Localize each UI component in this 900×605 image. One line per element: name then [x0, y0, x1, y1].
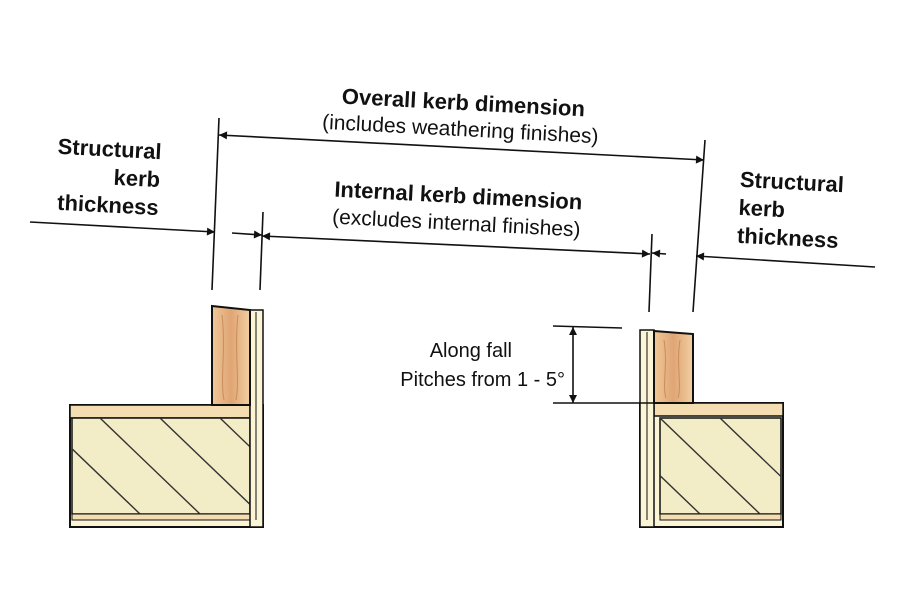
right-thickness-leader	[695, 252, 876, 268]
fall-label-line1: Along fall	[430, 340, 512, 362]
left-deck-layer	[69, 404, 251, 419]
labels: Overall kerb dimension (includes weather…	[57, 84, 845, 391]
right-kerb-section	[639, 329, 784, 528]
overall-dimension-line	[218, 131, 705, 164]
left-timber-kerb	[211, 304, 251, 406]
ext-line-left-inner	[259, 211, 264, 291]
fall-label-line2: Pitches from 1 - 5°	[400, 369, 565, 391]
svg-text:thickness: thickness	[57, 190, 160, 220]
left-insulation-block	[71, 417, 251, 515]
left-bottom-finish	[71, 513, 251, 521]
ext-line-right-outer	[692, 139, 706, 313]
right-bottom-finish	[659, 513, 782, 521]
right-thickness-arrow-in	[651, 249, 667, 258]
internal-dimension-line	[261, 232, 651, 258]
svg-text:thickness: thickness	[736, 223, 839, 253]
right-insulation-hatch	[660, 418, 781, 514]
svg-text:Structural: Structural	[739, 167, 844, 197]
dimension-lines	[29, 117, 876, 404]
left-thickness-leader	[29, 221, 216, 236]
fall-top-line	[552, 325, 623, 329]
left-structural-label: Structural kerb thickness	[57, 134, 163, 220]
svg-text:Structural: Structural	[57, 134, 162, 164]
right-insulation-block	[659, 417, 782, 515]
svg-text:kerb: kerb	[113, 165, 161, 192]
right-deck-layer	[653, 402, 784, 417]
left-insulation-hatch	[72, 418, 250, 514]
ext-line-left-outer	[211, 117, 220, 291]
right-timber-kerb	[653, 329, 694, 404]
left-thickness-arrow-in	[231, 230, 263, 239]
right-structural-label: Structural kerb thickness	[736, 167, 844, 253]
left-kerb-section	[69, 304, 264, 528]
ext-line-right-inner	[648, 233, 653, 313]
svg-text:kerb: kerb	[738, 195, 786, 222]
